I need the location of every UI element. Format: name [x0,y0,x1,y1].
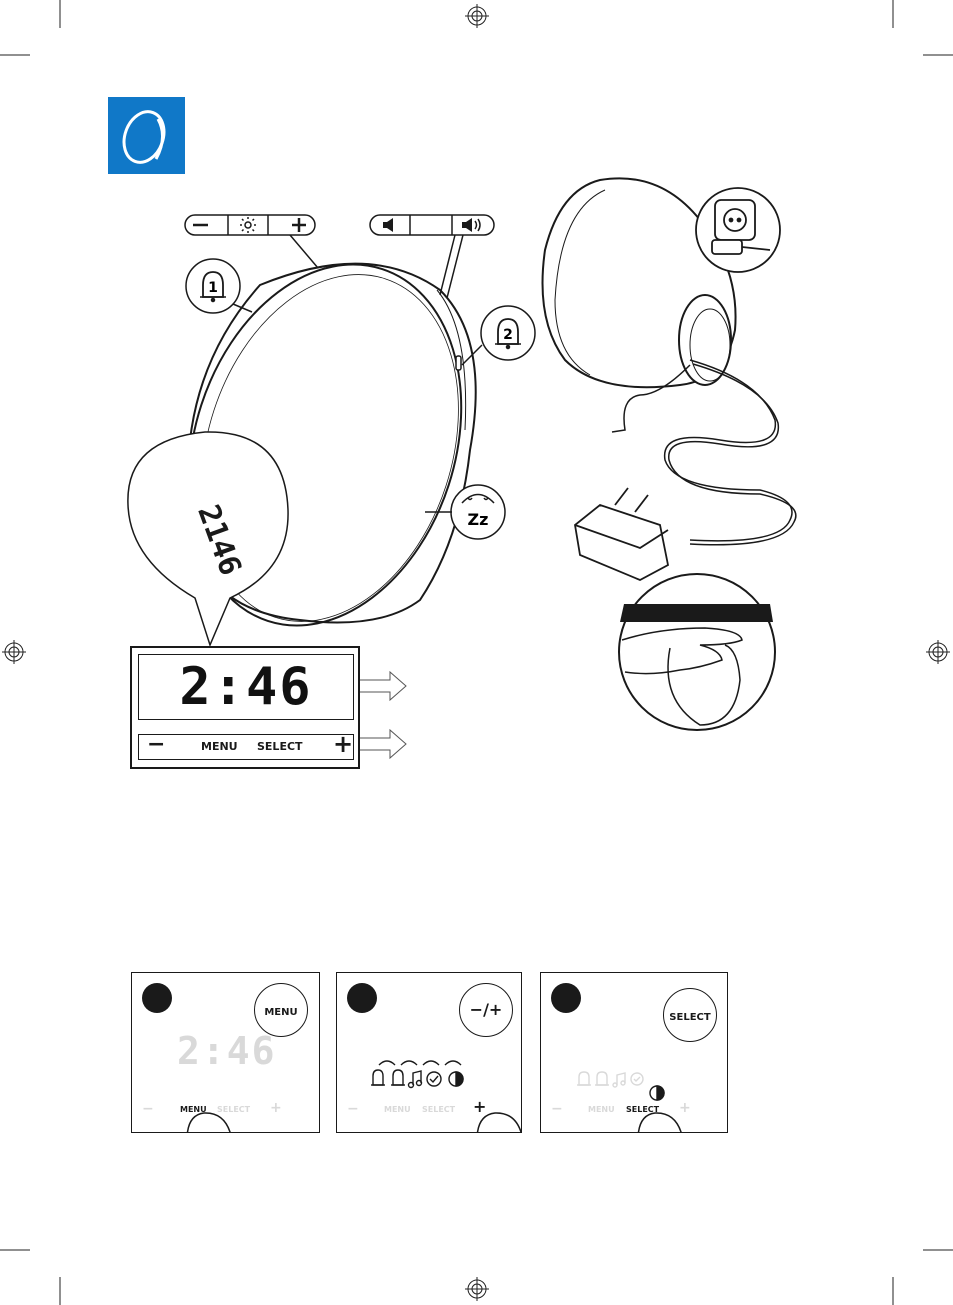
step-2-select: SELECT [422,1105,455,1114]
plus-button[interactable]: + [333,730,353,758]
time-window: 2:46 [138,654,354,720]
brightness-control [185,215,315,235]
alarm1-callout [186,259,252,313]
step-2-minus: − [347,1101,359,1117]
step-3-button-label: SELECT [669,1012,710,1023]
step-1-plus: + [270,1100,282,1116]
step-2-menu: MENU [384,1105,411,1114]
contrast-icon [650,1086,664,1100]
step-3-menu: MENU [588,1105,615,1114]
step-1-button-label: MENU [264,1007,297,1018]
step-3-dot [551,983,581,1013]
step-1-dot [142,983,172,1013]
step-2-button-label: −/+ [470,1000,503,1019]
registration-mark-bottom [465,1277,489,1301]
step-2-mode-icons [367,1057,477,1091]
display-arrows [355,672,406,758]
alarm2-number: 2 [503,327,513,343]
alarm1-icon [371,1070,385,1085]
step-1-panel: MENU 2:46 − MENU SELECT + [131,972,320,1133]
volume-control [370,215,494,235]
step-3-finger-icon [633,1110,693,1133]
music-note-icon [409,1071,422,1088]
snooze-icon: Zz [468,510,489,529]
main-display-panel: 2:46 − MENU SELECT + [130,646,360,769]
step-3-panel: SELECT − MENU SELECT + [540,972,728,1133]
step-3-circle-button: SELECT [663,988,717,1042]
select-button[interactable]: SELECT [257,740,303,753]
step-2-circle-button: −/+ [459,983,513,1037]
step-2-finger-icon [475,1110,522,1133]
contrast-icon [449,1072,463,1086]
power-adapter [575,488,668,580]
time-display: 2:46 [179,657,312,717]
minus-button[interactable]: − [147,732,165,757]
snooze-callout [425,485,505,539]
tap-gesture-callout [619,574,775,730]
step-1-minus: − [142,1101,154,1117]
alarm1-number: 1 [208,280,218,296]
control-bar: − MENU SELECT + [138,734,354,760]
alarm2-icon [391,1070,405,1085]
step-3-mode-icons [573,1071,683,1105]
step-2-panel: −/+ − MENU SELECT + [336,972,522,1133]
wall-socket-callout [696,188,780,272]
clock-check-icon [427,1072,441,1086]
step-2-dot [347,983,377,1013]
step-1-time: 2:46 [177,1029,277,1073]
step-3-minus: − [551,1101,563,1117]
step-1-finger-icon [182,1110,242,1133]
menu-button[interactable]: MENU [201,740,238,753]
